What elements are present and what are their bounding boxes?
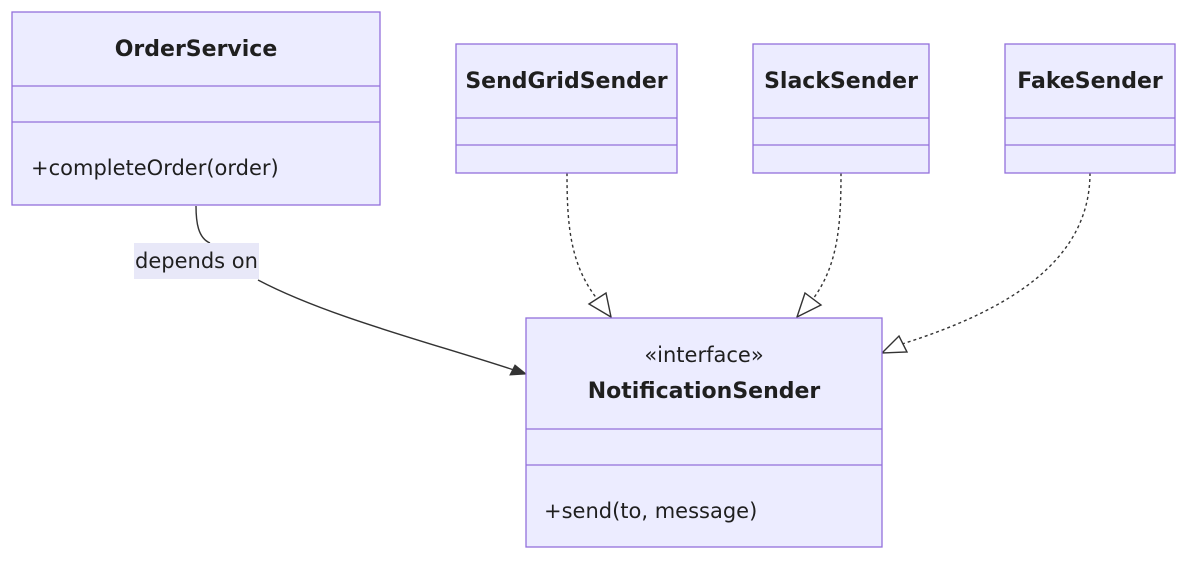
fake-realization-line: [901, 172, 1091, 345]
dependency-label: depends on: [135, 249, 258, 273]
slack-realization-arrowhead: [795, 291, 823, 319]
fake-realization-edge: [880, 172, 1091, 354]
class-sendgrid-sender-box: [455, 43, 678, 174]
class-notification-sender-stereotype: «interface»: [644, 343, 763, 367]
sendgrid-realization-edge: [566, 172, 613, 319]
dependency-label-background: [134, 243, 259, 279]
class-fake-sender-name: FakeSender: [1017, 69, 1163, 94]
class-slack-sender-box: [752, 43, 930, 174]
slack-realization-edge: [795, 172, 842, 319]
class-order-service[interactable]: OrderService +completeOrder(order): [11, 11, 381, 206]
dependency-edge: depends on: [134, 205, 528, 376]
class-sendgrid-sender-name: SendGridSender: [465, 69, 667, 94]
class-fake-sender-box: [1004, 43, 1176, 174]
class-slack-sender[interactable]: SlackSender: [752, 43, 930, 174]
class-sendgrid-sender[interactable]: SendGridSender: [455, 43, 678, 174]
class-slack-sender-name: SlackSender: [764, 69, 918, 94]
class-notification-sender-name: NotificationSender: [588, 379, 821, 404]
class-fake-sender[interactable]: FakeSender: [1004, 43, 1176, 174]
dependency-line: [195, 205, 524, 374]
class-order-service-box: [11, 11, 381, 206]
class-order-service-name: OrderService: [115, 37, 278, 62]
class-notification-sender-box: [525, 317, 883, 548]
class-notification-sender-method: +send(to, message): [544, 499, 757, 523]
sendgrid-realization-arrowhead: [587, 291, 613, 319]
fake-realization-arrowhead: [880, 334, 909, 354]
class-order-service-method: +completeOrder(order): [31, 156, 279, 180]
dependency-arrowhead: [509, 364, 528, 376]
slack-realization-line: [812, 172, 842, 300]
class-notification-sender[interactable]: «interface» NotificationSender +send(to,…: [525, 317, 883, 548]
sendgrid-realization-line: [566, 172, 599, 301]
